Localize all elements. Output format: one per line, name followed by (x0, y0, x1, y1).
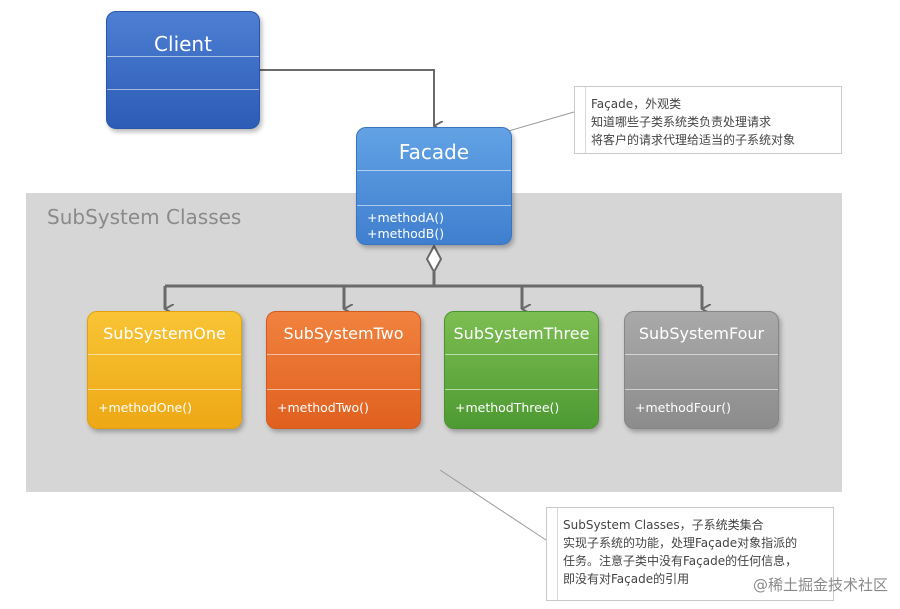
facade-note-bar (575, 87, 586, 153)
subsystem-four-name: SubSystemFour (638, 324, 765, 343)
subsystem-three-name: SubSystemThree (453, 324, 590, 343)
subsystem-two-method: +methodTwo() (277, 400, 369, 415)
subsystem-three-divider-2 (445, 389, 598, 390)
subsystem-note-line-2: 实现子系统的功能，处理Façade对象指派的 (563, 536, 798, 550)
subsystem-four-method: +methodFour() (635, 400, 731, 415)
client-class: Client (106, 11, 260, 129)
facade-method-b: +methodB() (367, 226, 445, 241)
subsystem-one-name: SubSystemOne (103, 324, 226, 343)
subsystem-note: SubSystem Classes，子系统类集合 实现子系统的功能，处理Faça… (546, 507, 834, 601)
watermark: @稀土掘金技术社区 (752, 576, 888, 594)
facade-note-connector (504, 111, 575, 133)
subsystem-one-divider-2 (88, 389, 241, 390)
client-divider-1 (107, 56, 259, 57)
facade-divider-2 (357, 205, 511, 206)
subsystem-three-class: SubSystemThree +methodThree() (444, 311, 599, 429)
subsystem-one-class: SubSystemOne +methodOne() (87, 311, 242, 429)
facade-method-a: +methodA() (367, 210, 445, 225)
subsystem-note-line-1: SubSystem Classes，子系统类集合 (563, 518, 764, 532)
client-divider-2 (107, 89, 259, 90)
facade-divider-1 (357, 170, 511, 171)
subsystem-note-bar (547, 508, 558, 600)
subsystem-two-divider-1 (267, 354, 420, 355)
facade-note-line-1: Façade，外观类 (591, 97, 682, 111)
subsystem-one-divider-1 (88, 354, 241, 355)
facade-class-name: Facade (398, 140, 470, 164)
facade-note-text: Façade，外观类 知道哪些子类系统类负责处理请求 将客户的请求代理给适当的子… (591, 95, 795, 149)
facade-class: Facade +methodA() +methodB() (356, 127, 512, 245)
subsystem-note-text: SubSystem Classes，子系统类集合 实现子系统的功能，处理Faça… (563, 516, 797, 588)
subsystem-two-class: SubSystemTwo +methodTwo() (266, 311, 421, 429)
facade-note-line-2: 知道哪些子类系统类负责处理请求 (591, 115, 772, 129)
subsystem-note-connector (439, 469, 547, 541)
facade-note-line-3: 将客户的请求代理给适当的子系统对象 (591, 133, 796, 147)
subsystem-note-line-3: 任务。注意子类中没有Façade的任何信息， (563, 554, 798, 568)
subsystem-four-divider-1 (625, 354, 778, 355)
subsystem-area-title: SubSystem Classes (47, 205, 242, 229)
subsystem-three-divider-1 (445, 354, 598, 355)
subsystem-note-line-4: 即没有对Façade的引用 (563, 572, 690, 586)
client-to-facade-arrow (260, 69, 434, 126)
subsystem-two-name: SubSystemTwo (283, 324, 404, 343)
subsystem-four-class: SubSystemFour +methodFour() (624, 311, 779, 429)
subsystem-two-divider-2 (267, 389, 420, 390)
subsystem-one-method: +methodOne() (98, 400, 192, 415)
subsystem-three-method: +methodThree() (455, 400, 560, 415)
facade-note: Façade，外观类 知道哪些子类系统类负责处理请求 将客户的请求代理给适当的子… (574, 86, 842, 154)
subsystem-four-divider-2 (625, 389, 778, 390)
client-class-name: Client (154, 32, 212, 56)
aggregation-diamond (425, 243, 443, 275)
